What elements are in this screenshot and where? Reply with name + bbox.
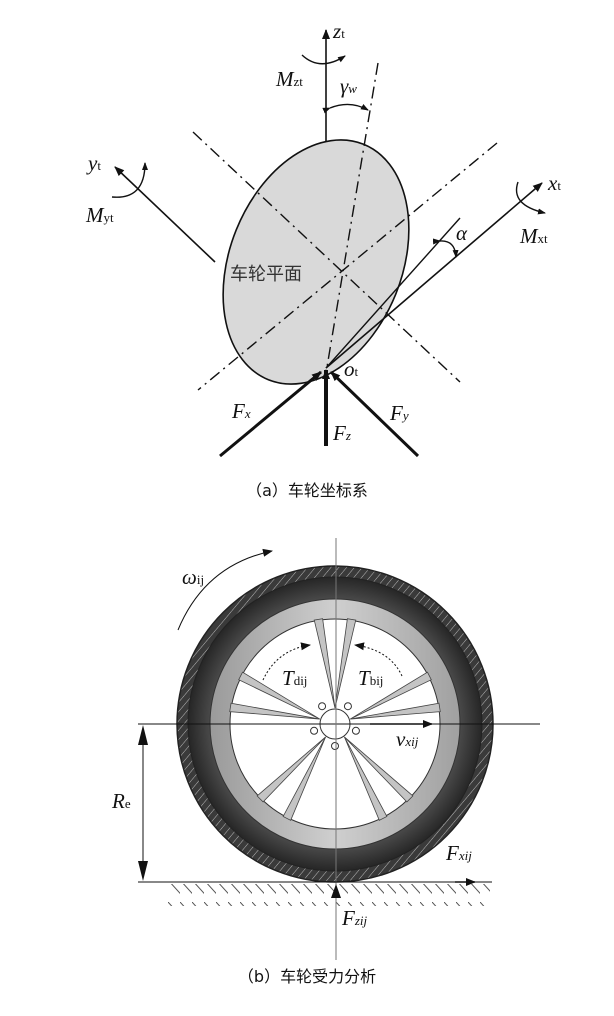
fz-label: Fzij xyxy=(341,906,367,930)
wheel-spokes xyxy=(229,618,441,821)
x-axis xyxy=(325,182,543,369)
force-y-arrow xyxy=(329,370,420,458)
brake-torque-label: Tbij xyxy=(358,666,383,690)
slip-angle-label: α xyxy=(456,221,468,245)
fx-label: Fxij xyxy=(445,841,472,865)
y-axis xyxy=(114,166,216,263)
spoke xyxy=(350,702,441,720)
spoke xyxy=(256,736,326,803)
moment-x-label: Mxt xyxy=(519,224,548,248)
camber-line xyxy=(326,62,379,368)
camber-angle-arc xyxy=(322,103,369,114)
spoke xyxy=(282,736,326,821)
lug-nut xyxy=(351,726,360,735)
lug-nut xyxy=(343,702,352,711)
moment-y-arc xyxy=(111,162,148,198)
x-axis-label: xt xyxy=(547,171,561,195)
origin-label: ot xyxy=(344,357,359,381)
lug-nut xyxy=(331,742,339,750)
moment-z-label: Mzt xyxy=(275,67,303,91)
caption-b: （b）车轮受力分析 xyxy=(238,967,376,986)
camber-angle-label: γw xyxy=(340,74,357,98)
spoke xyxy=(238,671,320,720)
caption-a: （a）车轮坐标系 xyxy=(246,481,368,500)
lug-nut xyxy=(318,702,327,711)
fz-arrow xyxy=(331,884,341,898)
spoke xyxy=(350,671,432,720)
velocity-label: vxij xyxy=(396,727,419,751)
re-label: Re xyxy=(111,789,131,813)
force-x-label: Fx xyxy=(231,399,251,423)
omega-arc xyxy=(177,548,273,631)
centerline-2 xyxy=(197,142,498,391)
wheel-plane-label: 车轮平面 xyxy=(230,264,302,285)
figure-a-wheel-coordinate-system: zt yt xt ot Mzt Myt Mxt γw α 车轮平面 Fx Fy … xyxy=(85,19,561,500)
moment-x-arc xyxy=(515,181,546,215)
force-x-arrow xyxy=(219,370,322,458)
y-axis-label: yt xyxy=(86,151,101,175)
lug-nuts xyxy=(310,702,360,750)
spoke xyxy=(344,736,414,803)
spoke xyxy=(229,702,320,720)
spoke xyxy=(334,618,357,709)
wheel-plane xyxy=(222,139,410,385)
re-arrow-bottom xyxy=(138,861,148,881)
figure-b-wheel-force-analysis: ωij Tdij Tbij vxij Re Fxij Fzij （b）车轮受力分… xyxy=(111,538,540,986)
spoke xyxy=(344,736,388,821)
spoke xyxy=(313,618,336,709)
z-axis-label: zt xyxy=(332,19,345,43)
ground-hatch xyxy=(168,884,490,906)
moment-y-label: Myt xyxy=(85,203,114,227)
omega-label: ωij xyxy=(182,565,204,589)
force-y-label: Fy xyxy=(389,401,409,425)
re-arrow-top xyxy=(138,725,148,745)
lug-nut xyxy=(310,726,319,735)
slip-angle-arc xyxy=(432,238,459,258)
drive-torque-label: Tdij xyxy=(282,666,307,690)
moment-z-arc xyxy=(301,54,346,65)
force-z-label: Fz xyxy=(332,421,351,445)
brake-torque-arc xyxy=(354,642,403,677)
drive-torque-arc xyxy=(262,642,311,681)
